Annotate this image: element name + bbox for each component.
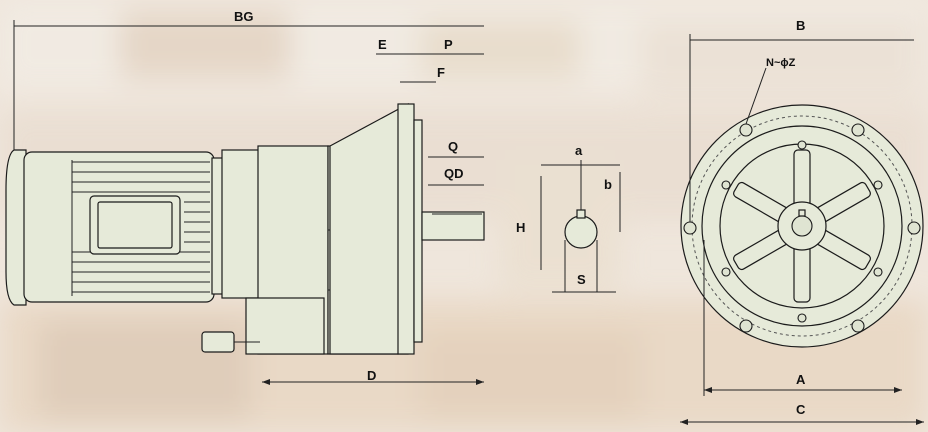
label-p: P xyxy=(444,37,453,52)
front-view xyxy=(680,104,924,348)
label-qd: QD xyxy=(444,166,464,181)
housing-ribs xyxy=(733,149,871,303)
shaft-bore xyxy=(791,215,813,237)
side-view-dimensions xyxy=(13,20,484,385)
shaft-detail xyxy=(540,160,621,293)
label-q: Q xyxy=(448,139,458,154)
label-n-z: N~ϕZ xyxy=(766,57,796,69)
output-shaft xyxy=(421,211,485,241)
label-d: D xyxy=(367,368,376,383)
dimension-labels: BG E P F Q QD D a b H S B N~ϕZ A C xyxy=(234,9,806,417)
brake-release-handle xyxy=(201,331,235,353)
side-view xyxy=(5,102,485,355)
label-a-small: a xyxy=(575,143,583,158)
mounting-flange xyxy=(397,103,415,355)
cooling-fins xyxy=(71,160,210,296)
flange-pilot xyxy=(413,119,423,343)
shaft-cross-section xyxy=(564,215,598,249)
label-b-big: B xyxy=(796,18,805,33)
label-c: C xyxy=(796,402,806,417)
label-h: H xyxy=(516,220,525,235)
shaft-key xyxy=(798,209,806,217)
label-s: S xyxy=(577,272,586,287)
flange-cone xyxy=(329,102,409,355)
terminal-box-cover xyxy=(97,201,173,249)
motor-end-cap xyxy=(5,149,27,306)
gear-adapter xyxy=(221,149,261,299)
front-view-dimensions xyxy=(680,34,924,425)
label-bg: BG xyxy=(234,9,254,24)
label-f: F xyxy=(437,65,445,80)
gear-base xyxy=(245,297,325,355)
label-b-small: b xyxy=(604,177,612,192)
label-a-big: A xyxy=(796,372,806,387)
keyway xyxy=(576,209,586,219)
label-e: E xyxy=(378,37,387,52)
leader-n-z xyxy=(745,67,767,125)
